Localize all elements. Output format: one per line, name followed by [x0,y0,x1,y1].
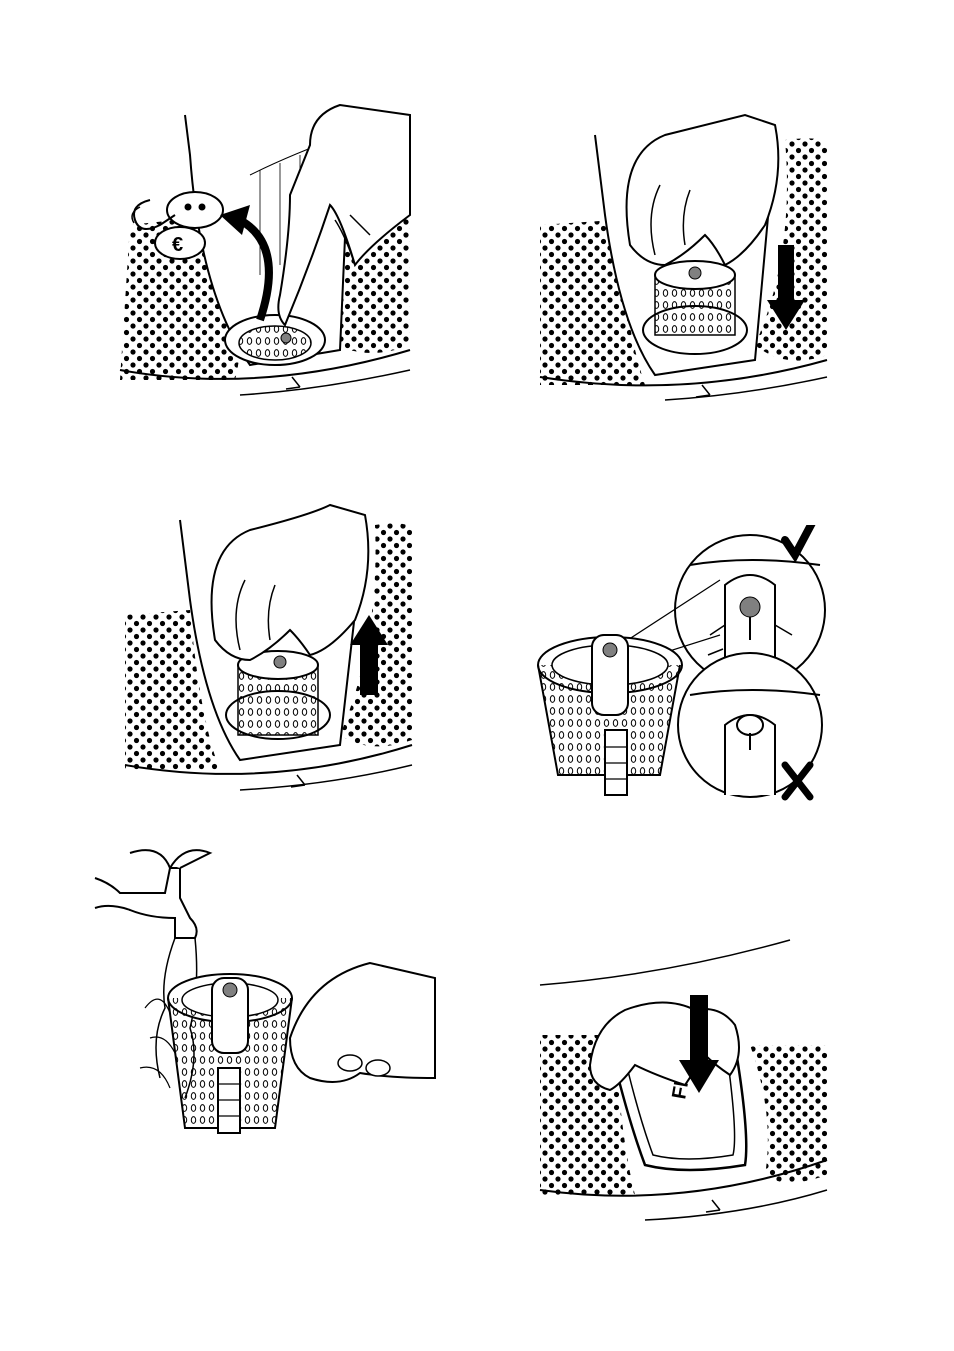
illustration-step-1: € [110,95,420,415]
illustration-step-3 [120,490,420,810]
illustration-step-2 [535,95,835,415]
push-filter-down-icon [535,95,835,415]
illustration-step-6: FILTER [535,935,835,1225]
illustration-step-5 [90,838,450,1148]
check-filter-valve-icon [530,525,830,805]
pull-filter-up-icon [120,490,420,810]
illustration-step-4 [530,525,830,805]
rinse-filter-under-tap-icon [90,838,450,1148]
euro-coin-symbol: € [172,234,183,256]
insert-filter-cover-icon: FILTER [535,935,835,1225]
check-icon [785,525,812,555]
remove-coins-from-drum-icon: € [110,95,420,415]
